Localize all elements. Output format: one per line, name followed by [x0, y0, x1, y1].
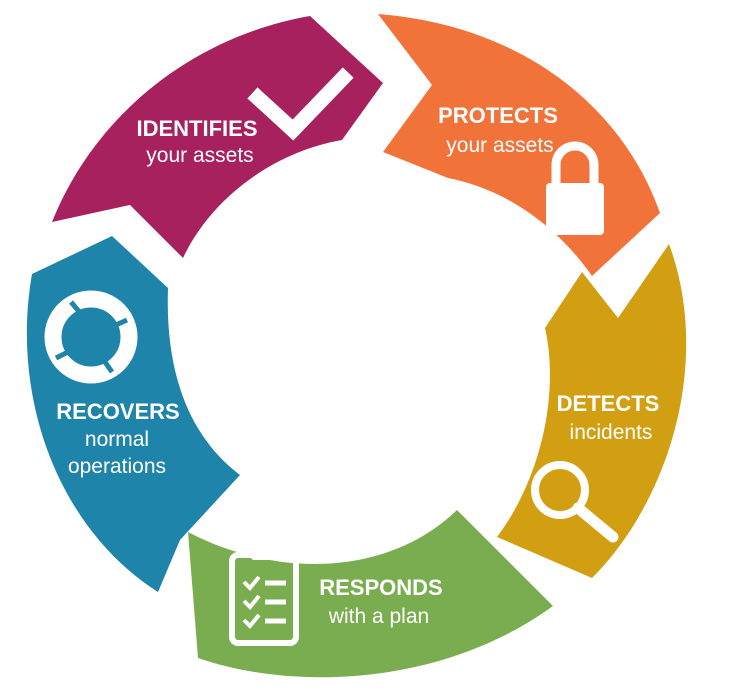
- padlock-icon: [546, 141, 604, 235]
- segment-recover-subtitle-line2: operations: [68, 455, 166, 478]
- magnifier-icon: [531, 461, 619, 543]
- segment-respond-shape: [188, 510, 553, 678]
- segment-detect: DETECTS incidents: [497, 244, 687, 578]
- segment-recover-subtitle-line1: normal: [85, 428, 149, 451]
- segment-detect-shape: [497, 244, 687, 578]
- segment-protect-subtitle: your assets: [446, 134, 553, 157]
- segment-protect-title: PROTECTS: [438, 103, 558, 128]
- segment-identify-title: IDENTIFIES: [136, 116, 257, 141]
- segment-recover-title: RECOVERS: [56, 399, 179, 424]
- segment-detect-title: DETECTS: [557, 391, 660, 416]
- segment-respond-title: RESPONDS: [319, 575, 442, 600]
- cycle-arrows-icon: [44, 290, 138, 384]
- segment-respond-subtitle: with a plan: [328, 605, 429, 628]
- segment-identify-subtitle: your assets: [146, 144, 253, 167]
- segment-recover-shape: [26, 236, 240, 592]
- checkmark-icon: [247, 67, 354, 141]
- segment-recover: RECOVERS normal operations: [26, 236, 240, 592]
- segment-identify: IDENTIFIES your assets: [52, 16, 383, 258]
- segment-detect-subtitle: incidents: [570, 421, 653, 444]
- segment-protect: PROTECTS your assets: [378, 14, 660, 276]
- segment-respond: RESPONDS with a plan: [188, 510, 553, 678]
- clipboard-checklist-icon: [229, 544, 299, 646]
- segment-identify-shape: [52, 16, 383, 258]
